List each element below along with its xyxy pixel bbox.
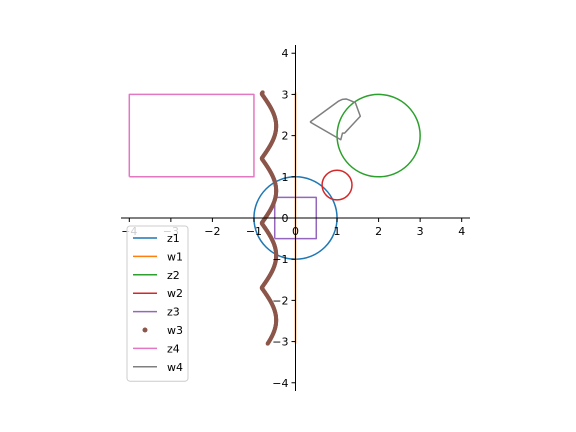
w3-point bbox=[260, 90, 265, 95]
legend-label: z1 bbox=[167, 232, 180, 245]
legend-label: z2 bbox=[167, 269, 180, 282]
w4-series bbox=[309, 98, 362, 141]
legend-label: w2 bbox=[167, 287, 183, 300]
y-tick-label: 4 bbox=[282, 47, 289, 60]
z4-series bbox=[128, 93, 255, 178]
legend-label: w4 bbox=[167, 361, 183, 374]
y-tick-label: 0 bbox=[282, 212, 289, 225]
y-tick-label: 2 bbox=[282, 130, 289, 143]
y-tick-label: −1 bbox=[272, 253, 288, 266]
legend-label: z3 bbox=[167, 306, 180, 319]
x-tick-label: −2 bbox=[204, 225, 220, 238]
y-tick-label: −4 bbox=[272, 377, 288, 390]
legend-marker bbox=[142, 327, 148, 333]
legend-label: w1 bbox=[167, 250, 183, 263]
x-tick-label: 0 bbox=[292, 225, 299, 238]
y-tick-label: 1 bbox=[282, 171, 289, 184]
y-tick-label: −3 bbox=[272, 336, 288, 349]
legend: z1 w1 z2 w2 z3 w3 z4 w4 bbox=[126, 225, 189, 382]
legend-box bbox=[126, 225, 189, 382]
z3-series bbox=[273, 196, 318, 240]
y-tick-label: −2 bbox=[272, 294, 288, 307]
w3-series bbox=[259, 90, 279, 346]
z2-series bbox=[336, 93, 421, 178]
x-tick-label: 1 bbox=[334, 225, 341, 238]
legend-label: z4 bbox=[167, 342, 180, 355]
plot-area bbox=[128, 90, 421, 346]
x-tick-label: −1 bbox=[246, 225, 262, 238]
legend-label: w3 bbox=[167, 324, 183, 337]
x-tick-label: 2 bbox=[375, 225, 382, 238]
x-tick-label: 4 bbox=[458, 225, 465, 238]
w2-series bbox=[321, 169, 353, 201]
x-tick-label: 3 bbox=[417, 225, 424, 238]
y-tick-label: 3 bbox=[282, 88, 289, 101]
